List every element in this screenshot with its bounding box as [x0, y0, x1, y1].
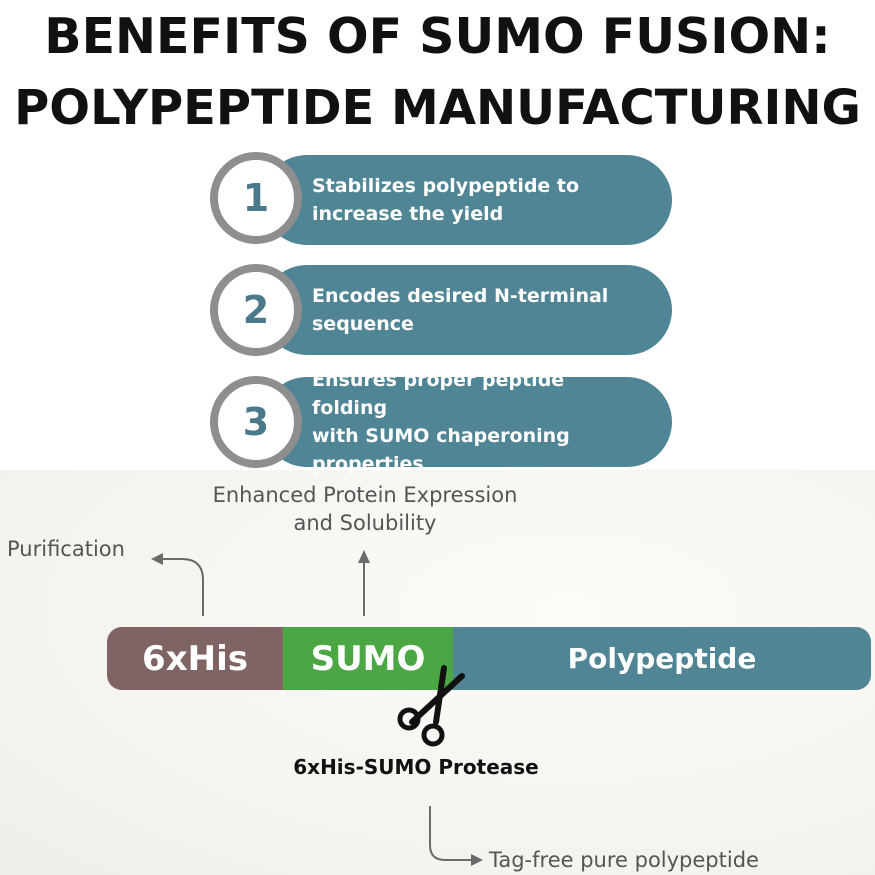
tag-free-result-label: Tag-free pure polypeptide — [489, 848, 759, 872]
page-title-line-1: BENEFITS OF SUMO FUSION: — [44, 8, 831, 65]
purification-arrow — [162, 558, 204, 616]
benefit-3-line-2: with SUMO chaperoning — [312, 425, 570, 447]
expression-arrowhead — [358, 550, 370, 563]
sumo-segment: SUMO — [283, 627, 453, 690]
expression-label-line-1: Enhanced Protein Expression — [212, 483, 518, 507]
benefit-3-line-3: properties — [312, 453, 424, 475]
benefit-card-3: Ensures proper peptide folding with SUMO… — [262, 369, 672, 475]
benefit-number-badge-1: 1 — [210, 152, 302, 244]
benefit-2-line-1: Encodes desired N-terminal — [312, 285, 609, 307]
benefit-2-line-2: sequence — [312, 313, 414, 335]
benefit-text-1: Stabilizes polypeptide to increase the y… — [312, 155, 644, 245]
protease-label: 6xHis-SUMO Protease — [293, 755, 539, 779]
benefit-card-2: Encodes desired N-terminal sequence — [262, 265, 672, 355]
result-arrowhead — [471, 854, 483, 866]
benefit-1-line-1: Stabilizes polypeptide to — [312, 175, 580, 197]
benefit-number-2: 2 — [242, 288, 270, 332]
purification-arrowhead — [151, 553, 163, 565]
purification-label: Purification — [7, 537, 125, 561]
expression-label-line-2: and Solubility — [293, 511, 437, 535]
benefit-number-badge-3: 3 — [210, 376, 302, 468]
page-title-line-2: POLYPEPTIDE MANUFACTURING — [14, 80, 861, 136]
benefit-3-line-1: Ensures proper peptide folding — [312, 369, 565, 419]
his-tag-segment: 6xHis — [107, 627, 283, 690]
benefit-card-1: Stabilizes polypeptide to increase the y… — [262, 155, 672, 245]
benefit-1-line-2: increase the yield — [312, 203, 504, 225]
polypeptide-segment: Polypeptide — [453, 627, 871, 690]
benefit-number-3: 3 — [242, 400, 270, 444]
expression-solubility-label: Enhanced Protein Expression and Solubili… — [150, 481, 580, 537]
benefit-number-1: 1 — [242, 176, 270, 220]
benefit-text-3: Ensures proper peptide folding with SUMO… — [312, 369, 644, 475]
benefit-text-2: Encodes desired N-terminal sequence — [312, 265, 644, 355]
result-arrow — [429, 806, 472, 861]
benefit-number-badge-2: 2 — [210, 264, 302, 356]
